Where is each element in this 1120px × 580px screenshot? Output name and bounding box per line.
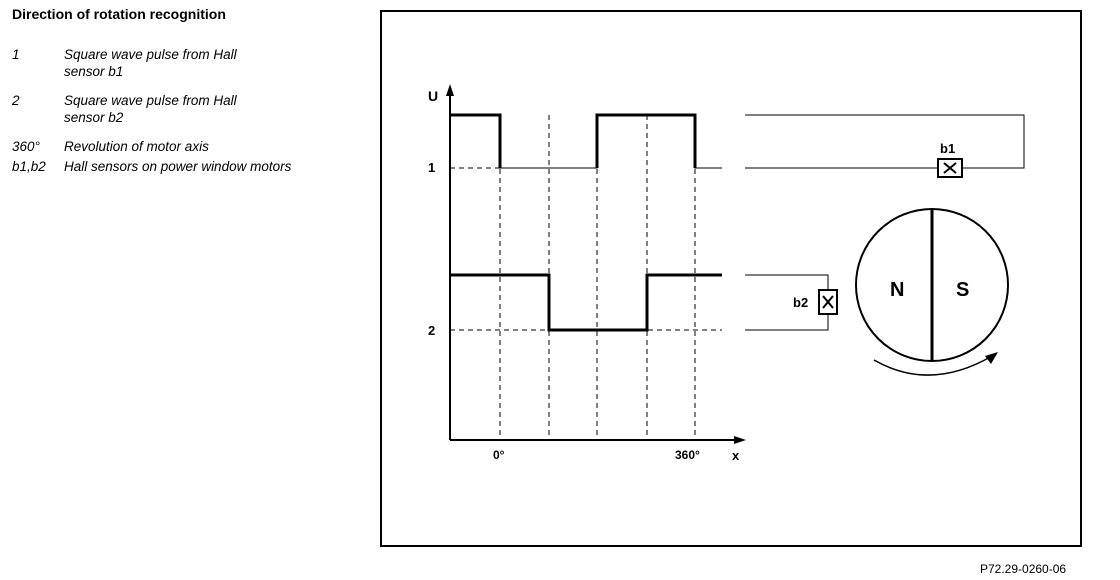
- legend-key: 360°: [12, 139, 40, 154]
- signal-1-thin: [450, 114, 722, 169]
- signal-1-wave: [450, 113, 502, 168]
- b2-circuit: [745, 274, 829, 290]
- diagram-frame: [380, 10, 1082, 547]
- rotation-arrow-icon: [985, 352, 998, 364]
- x-axis-arrow-icon: [734, 436, 746, 444]
- b1-circuit: [745, 114, 1025, 169]
- axis-x-label: x: [732, 448, 740, 463]
- legend-desc: Square wave pulse from Hall sensor b2: [64, 93, 237, 125]
- figure-reference: P72.29-0260-06: [980, 562, 1067, 576]
- axis-u-label: U: [428, 88, 438, 104]
- signal-2-wave: [450, 273, 722, 332]
- legend-desc: Hall sensors on power window motors: [64, 159, 292, 174]
- pole-n-label: N: [890, 279, 904, 301]
- b2-circuit: [745, 314, 829, 331]
- pole-s-label: S: [956, 279, 969, 301]
- sensor-b1-label: b1: [940, 141, 955, 156]
- tick-360-label: 360°: [675, 448, 700, 462]
- diagram-title: Direction of rotation recognition: [12, 6, 226, 22]
- reference-lines: [450, 115, 722, 440]
- level-2-label: 2: [428, 323, 435, 338]
- legend-desc: Revolution of motor axis: [64, 139, 209, 154]
- legend-key: 1: [12, 47, 20, 62]
- sensor-x-icon: [822, 295, 834, 309]
- rotation-arc: [873, 355, 993, 376]
- y-axis-arrow-icon: [446, 84, 454, 96]
- signal-1-wave: [595, 113, 697, 168]
- level-1-label: 1: [428, 160, 435, 175]
- legend-key: b1,b2: [12, 159, 46, 174]
- legend-key: 2: [12, 93, 20, 108]
- sensor-x-icon: [943, 162, 957, 174]
- legend-desc: Square wave pulse from Hall sensor b1: [64, 47, 237, 79]
- tick-0-label: 0°: [493, 448, 505, 462]
- sensor-b2-label: b2: [793, 295, 808, 310]
